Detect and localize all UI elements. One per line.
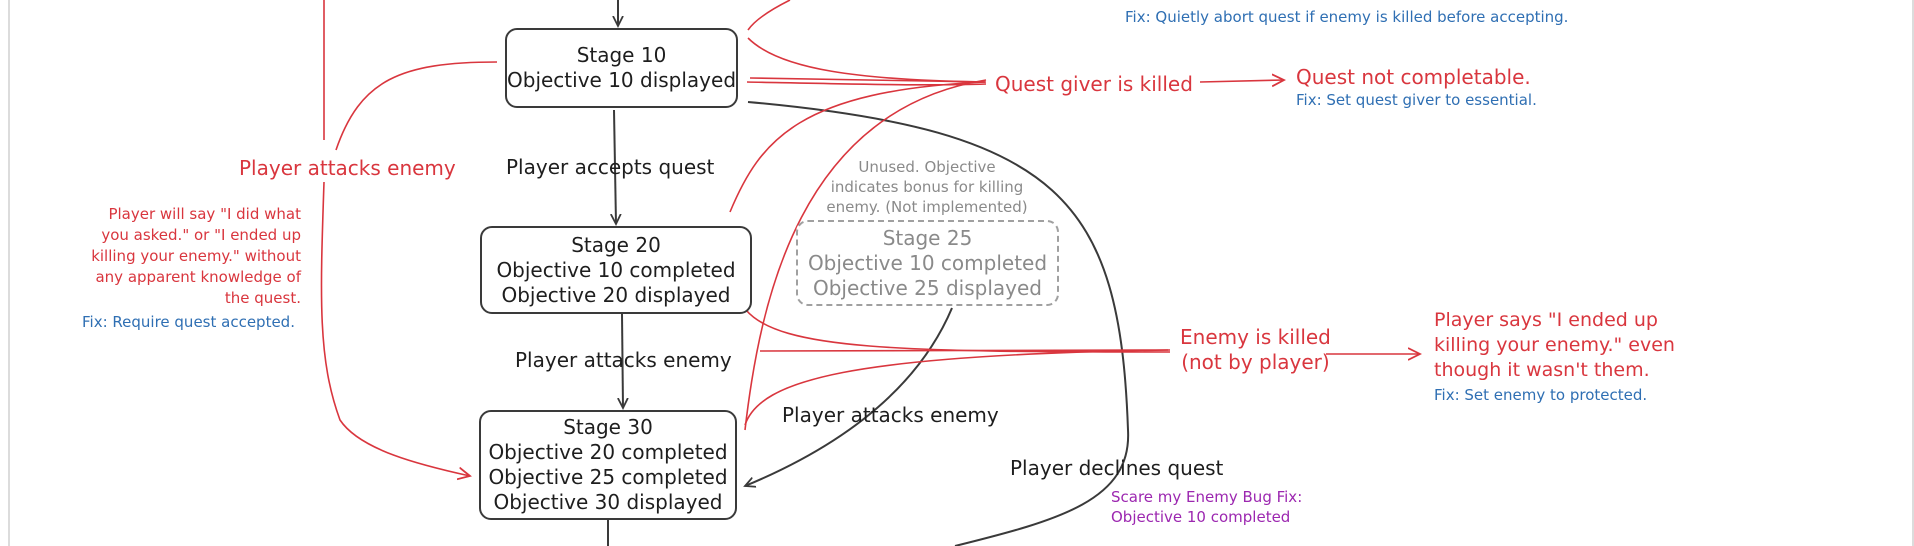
arrow-stage20-to-stage30 (622, 313, 623, 408)
arrow-stage25-to-stage30 (745, 307, 953, 486)
unused-objective-note: Unused. Objective indicates bonus for ki… (826, 158, 1028, 216)
label-player-attacks-enemy-left: Player attacks enemy (239, 156, 456, 180)
stage-30-objective-2: Objective 25 completed (488, 465, 728, 489)
stage-25-objective-1: Objective 10 completed (807, 250, 1048, 275)
canvas-border-right (1912, 0, 1914, 546)
stage-10-objective: Objective 10 displayed (507, 68, 737, 92)
label-player-accepts-quest: Player accepts quest (506, 155, 715, 179)
left-warning-note: Player will say "I did what you asked." … (91, 205, 301, 307)
stage-30-objective-1: Objective 20 completed (488, 440, 728, 464)
stage-20-objective-2: Objective 20 displayed (501, 282, 731, 307)
canvas-border-left (8, 0, 10, 546)
stage-25-title: Stage 25 (882, 225, 973, 250)
top-fix-note: Fix: Quietly abort quest if enemy is kil… (1125, 8, 1569, 26)
arrow-stage10-to-stage20 (614, 109, 616, 224)
stage-10-title: Stage 10 (576, 43, 667, 67)
label-player-declines-quest: Player declines quest (1010, 456, 1224, 480)
stage-10-box: Stage 10 Objective 10 displayed (505, 28, 738, 108)
label-player-attacks-enemy-25-30: Player attacks enemy (782, 403, 999, 427)
stage-20-objective-1: Objective 10 completed (496, 257, 736, 282)
stage-30-objective-3: Objective 30 displayed (493, 490, 723, 514)
stage-30-box: Stage 30 Objective 20 completed Objectiv… (479, 410, 737, 520)
scare-my-enemy-fix: Scare my Enemy Bug Fix: Objective 10 com… (1111, 488, 1303, 526)
quest-giver-fix: Fix: Set quest giver to essential. (1296, 91, 1537, 109)
label-player-says-result: Player says "I ended up killing your ene… (1434, 309, 1675, 381)
stage-25-box: Stage 25 Objective 10 completed Objectiv… (796, 220, 1059, 306)
left-fix-note: Fix: Require quest accepted. (82, 313, 295, 331)
label-quest-giver-killed: Quest giver is killed (995, 72, 1193, 96)
stage-30-title: Stage 30 (563, 415, 653, 439)
label-enemy-killed: Enemy is killed (not by player) (1180, 325, 1331, 374)
stage-20-title: Stage 20 (571, 232, 661, 257)
label-quest-not-completable: Quest not completable. (1296, 65, 1531, 89)
arrow-quest-giver-to-result (1199, 80, 1284, 82)
label-player-attacks-enemy-20-30: Player attacks enemy (515, 348, 732, 372)
red-line-stage10-left (335, 61, 498, 151)
stage-20-box: Stage 20 Objective 10 completed Objectiv… (480, 226, 752, 314)
stage-25-objective-2: Objective 25 displayed (812, 275, 1042, 300)
enemy-protected-fix: Fix: Set enemy to protected. (1434, 386, 1648, 404)
red-line-left-to-stage30 (320, 181, 470, 476)
line-stage10-decline (747, 101, 1130, 546)
